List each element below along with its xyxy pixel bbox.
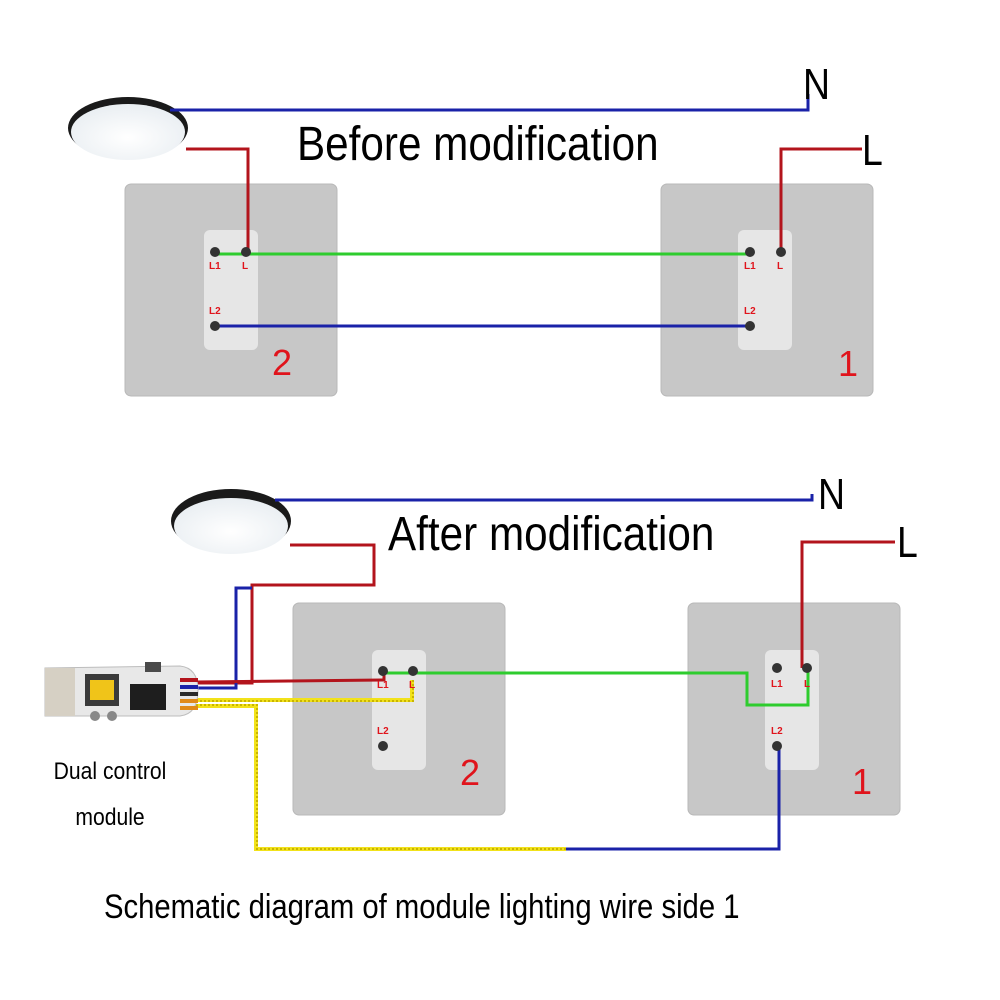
terminal-label-l2-sw2-top: L2 xyxy=(209,306,221,317)
before-modification-title: Before modification xyxy=(297,118,659,171)
neutral-wire-top xyxy=(170,94,810,112)
terminal-l1-sw2-top xyxy=(210,247,220,257)
neutral-label-top: N xyxy=(803,60,831,109)
terminal-label-l2-sw1-bottom: L2 xyxy=(771,726,783,737)
terminal-l-sw2-bottom xyxy=(408,666,418,676)
live-supply-wire-bottom xyxy=(800,540,895,668)
after-modification-title: After modification xyxy=(388,508,715,561)
switch-face-2-top xyxy=(204,230,258,350)
terminal-l1-sw2-bottom xyxy=(378,666,388,676)
terminal-l2-sw1-bottom xyxy=(772,741,782,751)
terminal-l2-sw2-bottom xyxy=(378,741,388,751)
terminal-l2-sw2-top xyxy=(210,321,220,331)
terminal-label-l1-sw1-top: L1 xyxy=(744,261,756,272)
terminal-label-l1-sw1-bottom: L1 xyxy=(771,679,783,690)
switch-face-1-top xyxy=(738,230,792,350)
terminal-label-l-sw1-top: L xyxy=(777,261,784,272)
terminal-l1-sw1-top xyxy=(745,247,755,257)
switch-number-2-top: 2 xyxy=(272,342,293,383)
switch-number-1-top: 1 xyxy=(838,343,859,384)
yellow-wire-to-l xyxy=(195,680,414,702)
terminal-label-l-sw2-bottom: L xyxy=(409,680,416,691)
module-label-line2: module xyxy=(75,804,145,831)
terminal-label-l-sw1-bottom: L xyxy=(804,679,811,690)
terminal-l2-sw1-top xyxy=(745,321,755,331)
dual-control-module-icon xyxy=(44,662,199,721)
module-neutral-wire xyxy=(195,586,252,690)
traveler-wire-green-bottom xyxy=(383,671,810,707)
live-label-top: L xyxy=(862,126,883,175)
yellow-wire-long xyxy=(195,704,566,851)
terminal-l1-sw1-bottom xyxy=(772,663,782,673)
neutral-wire-bottom xyxy=(275,494,814,502)
terminal-l-sw1-top xyxy=(776,247,786,257)
terminal-label-l1-sw2-bottom: L1 xyxy=(377,680,389,691)
live-label-bottom: L xyxy=(897,518,918,567)
terminal-label-l2-sw2-bottom: L2 xyxy=(377,726,389,737)
blue-wire-to-l2 xyxy=(566,747,781,851)
terminal-label-l2-sw1-top: L2 xyxy=(744,306,756,317)
switch-number-1-bottom: 1 xyxy=(852,761,873,802)
ceiling-lamp-icon-top xyxy=(68,97,188,160)
diagram-caption: Schematic diagram of module lighting wir… xyxy=(104,888,740,926)
terminal-l-sw2-top xyxy=(241,247,251,257)
ceiling-lamp-icon-bottom xyxy=(171,489,291,554)
terminal-label-l1-sw2-top: L1 xyxy=(209,261,221,272)
terminal-label-l-sw2-top: L xyxy=(242,261,249,272)
lamp-live-wire-bottom xyxy=(195,543,376,685)
terminal-l-sw1-bottom xyxy=(802,663,812,673)
switch-number-2-bottom: 2 xyxy=(460,752,481,793)
module-label-line1: Dual control xyxy=(53,758,167,785)
live-supply-wire-top xyxy=(779,147,862,252)
switch-face-1-bottom xyxy=(765,650,819,770)
lamp-live-wire-top xyxy=(186,147,250,253)
neutral-label-bottom: N xyxy=(818,470,846,519)
